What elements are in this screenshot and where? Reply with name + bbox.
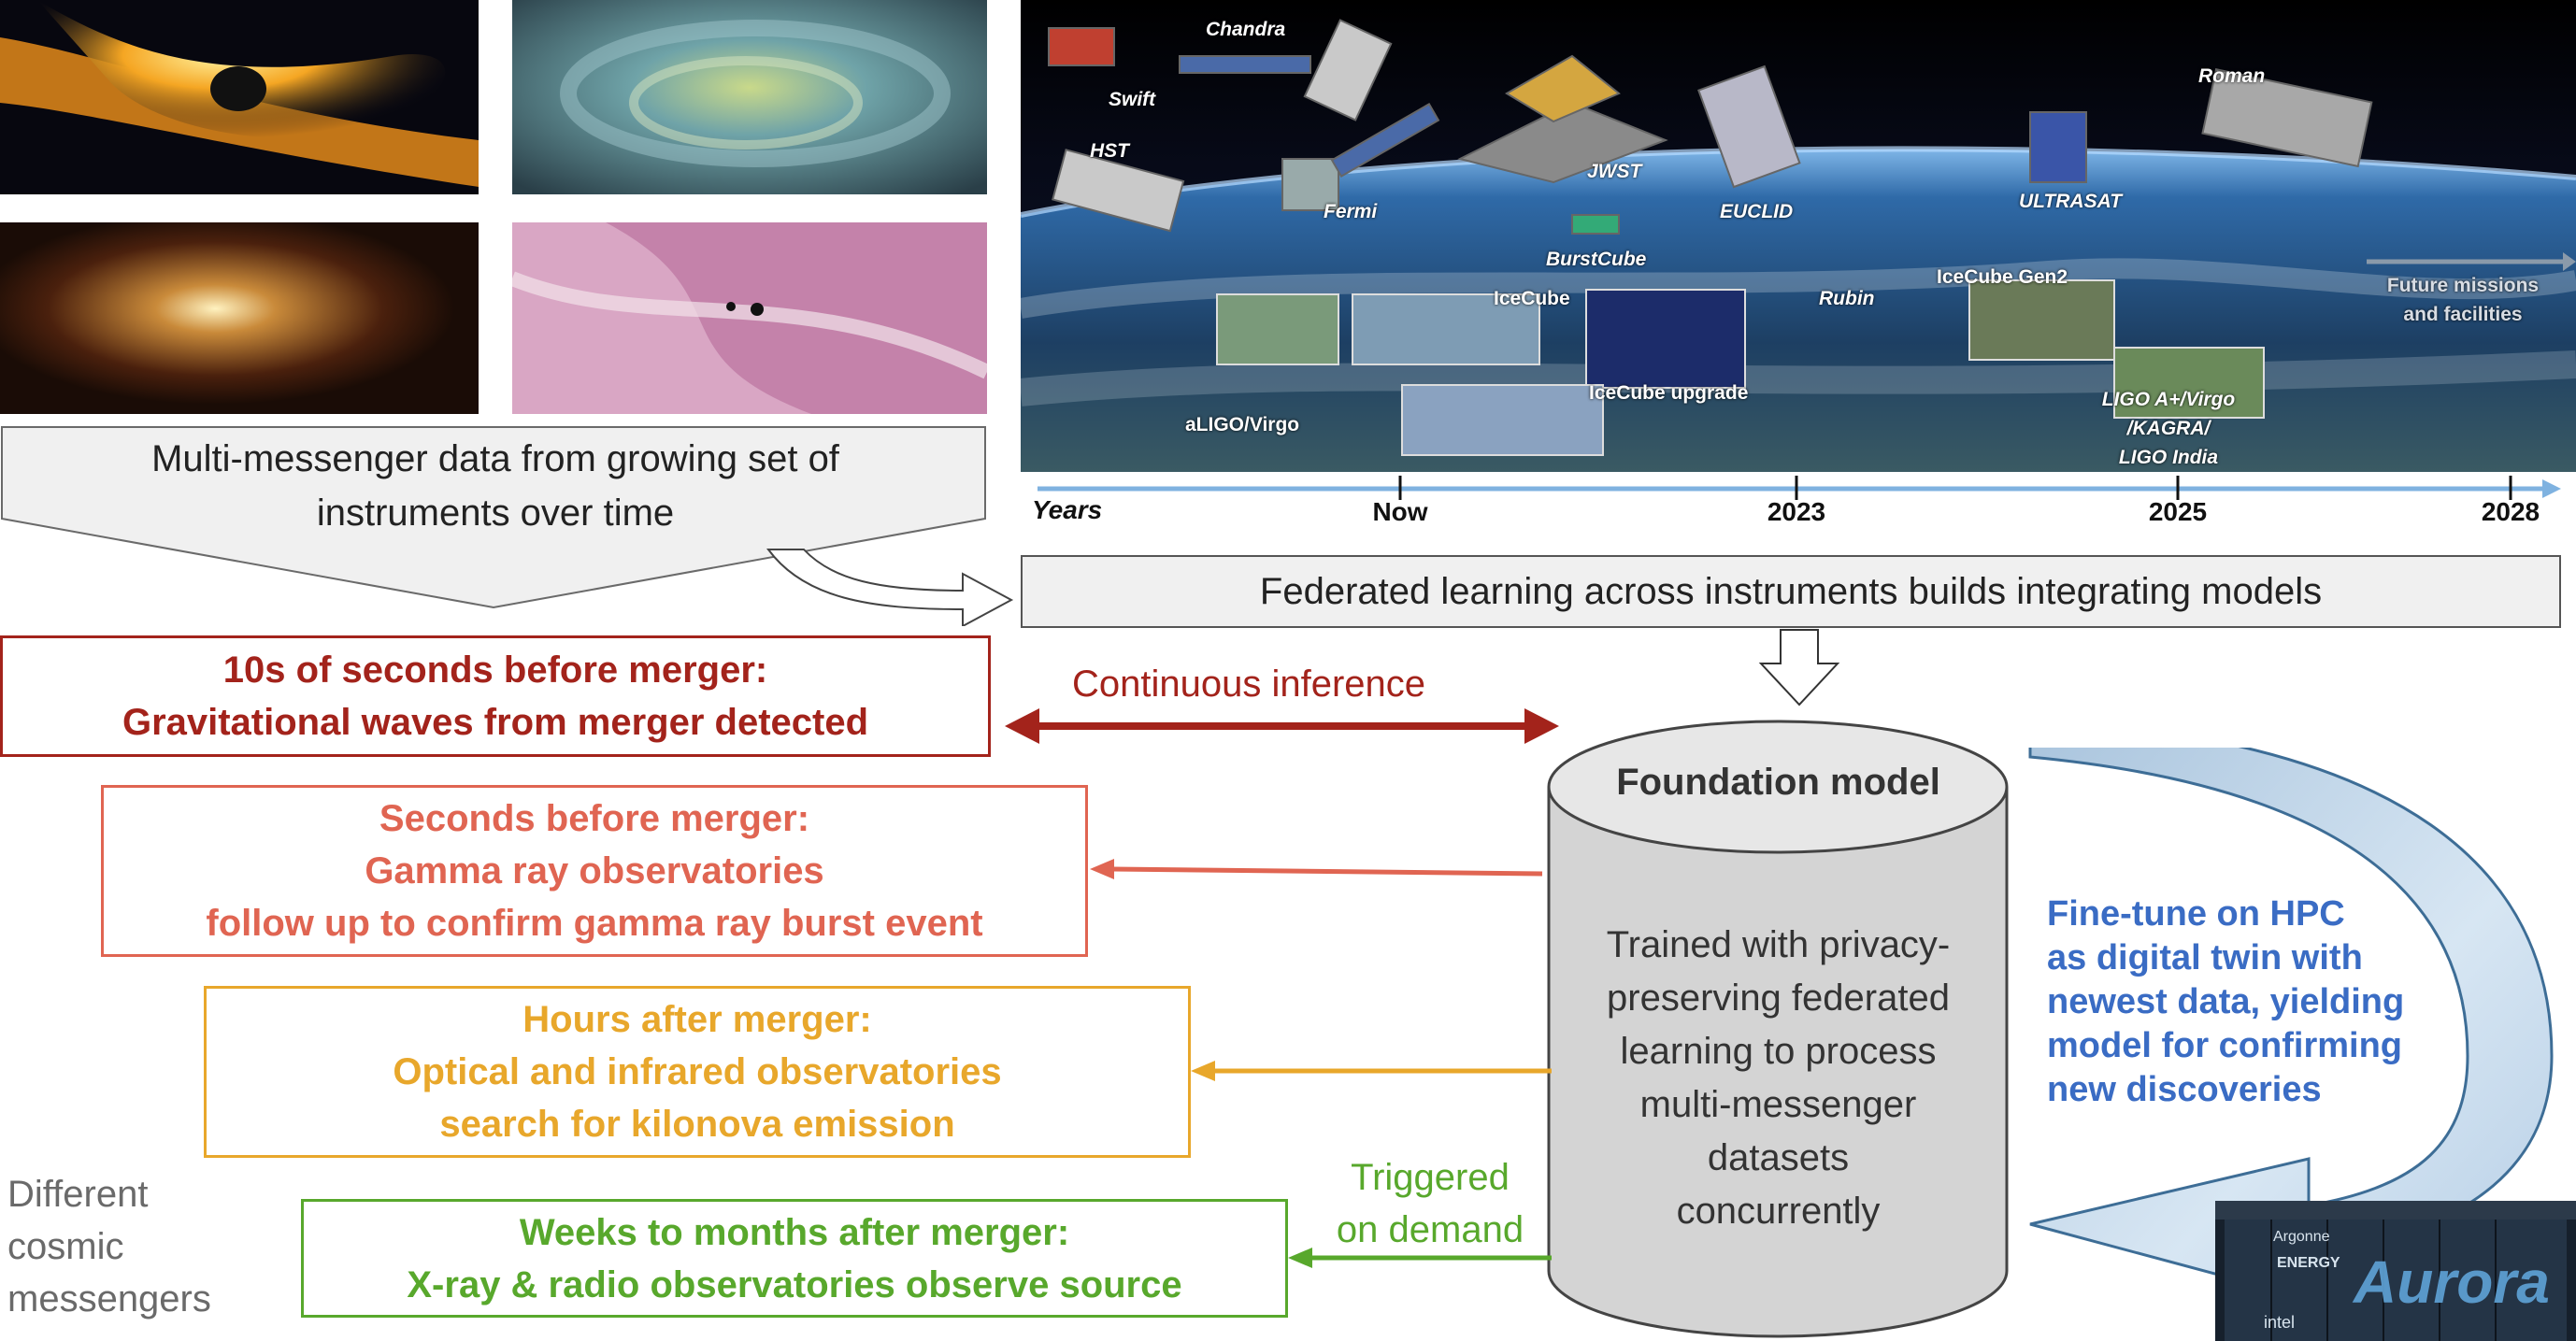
merger-simulation-image-2 — [512, 0, 987, 194]
aurora-brand-intel: intel — [2264, 1313, 2296, 1332]
aurora-supercomputer-image: Argonne ENERGY intel Aurora — [2215, 1201, 2576, 1341]
facility-label-icecube-gen2: IceCube Gen2 — [1937, 266, 2068, 288]
merger-simulation-image-1 — [0, 0, 479, 194]
year-axis — [1038, 476, 2561, 500]
future-line-2: and facilities — [2403, 304, 2523, 325]
stage-xray-radio-box: Weeks to months after merger: X-ray & ra… — [301, 1199, 1288, 1318]
foundation-body-6: concurrently — [1676, 1191, 1881, 1232]
merger-simulation-image-4 — [512, 222, 987, 414]
federated-learning-box: Federated learning across instruments bu… — [1021, 555, 2561, 628]
stage3-line-1: Hours after merger: — [522, 999, 872, 1040]
stage4-line-2: X-ray & radio observatories observe sour… — [407, 1263, 1182, 1305]
messengers-line-2: cosmic — [7, 1226, 124, 1267]
ligo-plus-line-3: LIGO India — [2118, 447, 2219, 468]
finetune-line-1: Fine-tune on HPC — [2047, 894, 2345, 934]
axis-tick-2025: 2025 — [2148, 497, 2208, 526]
foundation-body-3: learning to process — [1620, 1031, 1937, 1072]
stage3-line-2: Optical and infrared observatories — [393, 1051, 1002, 1092]
triggered-line-1: Triggered — [1351, 1157, 1510, 1198]
finetune-line-2: as digital twin with — [2047, 938, 2363, 977]
messengers-line-1: Different — [7, 1174, 149, 1215]
mission-label-euclid: EUCLID — [1720, 201, 1794, 222]
future-line-1: Future missions — [2386, 275, 2540, 296]
mission-label-roman: Roman — [2198, 65, 2266, 87]
stage4-line-1: Weeks to months after merger: — [519, 1211, 1070, 1253]
facility-label-icecube: IceCube — [1494, 288, 1570, 309]
foundation-body-1: Trained with privacy- — [1606, 924, 1951, 965]
foundation-body-4: multi-messenger — [1639, 1084, 1917, 1125]
to-federated-arrow — [766, 549, 1014, 626]
data-collection-caption: Multi-messenger data from growing set of… — [0, 432, 991, 540]
ligo-plus-line-1: LIGO A+/Virgo — [2101, 389, 2236, 410]
mission-label-jwst: JWST — [1587, 161, 1642, 182]
mission-label-ultrasat: ULTRASAT — [2019, 191, 2123, 212]
foundation-model-cylinder — [1547, 720, 2009, 1338]
facility-label-ligo-plus: LIGO A+/Virgo /KAGRA/ LIGO India — [2075, 385, 2262, 472]
aurora-brand-energy: ENERGY — [2277, 1255, 2340, 1271]
stage3-line-3: search for kilonova emission — [439, 1104, 955, 1145]
finetune-line-3: newest data, yielding — [2047, 982, 2405, 1021]
stage-optical-infrared-box: Hours after merger: Optical and infrared… — [204, 986, 1191, 1158]
ligo-plus-line-2: /KAGRA/ — [2126, 418, 2211, 439]
stage1-line-2: Gravitational waves from merger detected — [122, 702, 869, 743]
stage-gravitational-waves-box: 10s of seconds before merger: Gravitatio… — [0, 635, 991, 757]
continuous-inference-label: Continuous inference — [1072, 663, 1426, 705]
stage2-line-1: Seconds before merger: — [379, 798, 810, 839]
finetune-hpc-label: Fine-tune on HPC as digital twin with ne… — [2047, 892, 2404, 1112]
stage2-line-3: follow up to confirm gamma ray burst eve… — [206, 903, 983, 944]
future-missions-label: Future missions and facilities — [2355, 271, 2570, 329]
data-collection-arrow — [0, 426, 986, 609]
mission-label-swift: Swift — [1109, 89, 1156, 110]
axis-tick-2023: 2023 — [1767, 497, 1826, 526]
stage-gamma-ray-box: Seconds before merger: Gamma ray observa… — [101, 785, 1088, 957]
mission-label-burstcube: BurstCube — [1546, 249, 1647, 270]
caption-line-2: instruments over time — [316, 492, 675, 534]
messengers-line-3: messengers — [7, 1278, 211, 1320]
foundation-body-2: preserving federated — [1607, 977, 1950, 1019]
stage1-line-1: 10s of seconds before merger: — [222, 649, 768, 691]
facility-label-aligo: aLIGO/Virgo — [1185, 414, 1300, 435]
merger-simulation-image-3 — [0, 222, 479, 414]
different-messengers-label: Different cosmic messengers — [7, 1168, 211, 1325]
stage2-line-2: Gamma ray observatories — [365, 850, 824, 892]
federated-to-model-arrow — [1758, 629, 1840, 706]
mission-label-chandra: Chandra — [1206, 19, 1286, 40]
facility-label-icecube-upgrade: IceCube upgrade — [1589, 382, 1749, 404]
axis-label-years: Years — [1032, 495, 1103, 524]
axis-tick-2028: 2028 — [2481, 497, 2540, 526]
mission-label-fermi: Fermi — [1324, 201, 1378, 222]
finetune-line-5: new discoveries — [2047, 1070, 2322, 1109]
caption-line-1: Multi-messenger data from growing set of — [151, 438, 839, 479]
mission-label-hst: HST — [1090, 140, 1129, 162]
federated-learning-text: Federated learning across instruments bu… — [1259, 570, 2323, 612]
aurora-brand-argonne: Argonne — [2273, 1229, 2330, 1245]
axis-tick-now: Now — [1372, 497, 1428, 526]
triggered-line-2: on demand — [1336, 1209, 1524, 1250]
instrument-timeline-image — [1021, 0, 2576, 472]
finetune-line-4: model for confirming — [2047, 1026, 2402, 1065]
triggered-on-demand-label: Triggered on demand — [1309, 1151, 1552, 1256]
aurora-wordmark: Aurora — [2354, 1248, 2550, 1316]
facility-label-rubin: Rubin — [1819, 288, 1875, 309]
foundation-model-description: Trained with privacy- preserving federat… — [1547, 919, 2010, 1238]
foundation-model-title: Foundation model — [1616, 762, 1940, 803]
foundation-body-5: datasets — [1707, 1137, 1850, 1178]
